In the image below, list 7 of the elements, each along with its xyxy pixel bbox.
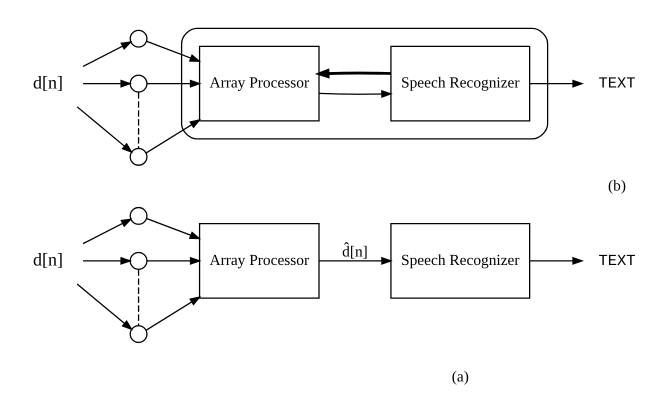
node-text: TEXT — [598, 74, 636, 93]
node-text: d[n] — [33, 72, 63, 92]
edge-label: d̂[n] — [342, 244, 368, 261]
label: (a) — [452, 368, 469, 386]
node-text: TEXT — [598, 252, 636, 270]
label: (b) — [608, 177, 626, 194]
node-text: d[n] — [33, 250, 63, 270]
